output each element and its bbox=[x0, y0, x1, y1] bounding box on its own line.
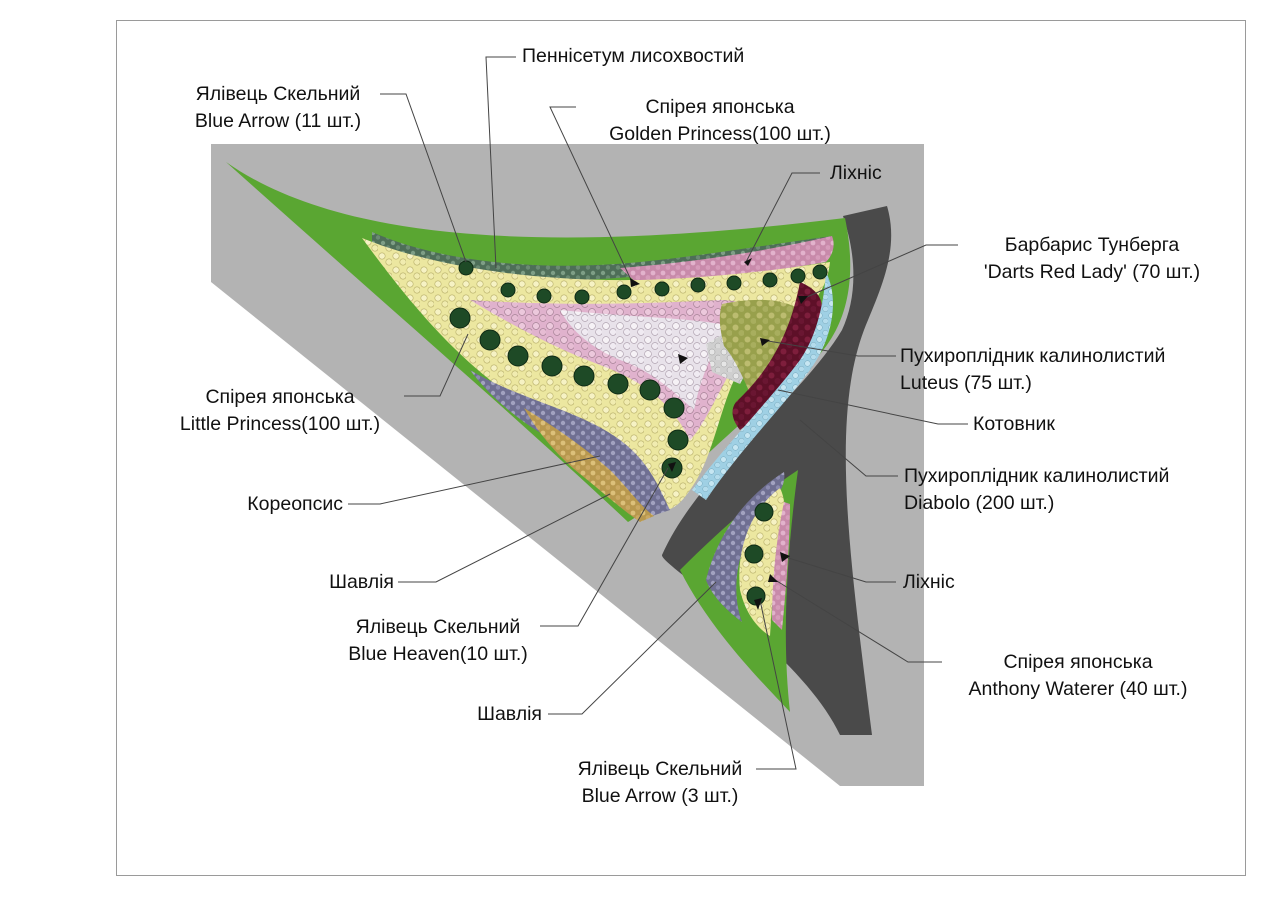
label-line: Little Princess(100 шт.) bbox=[179, 413, 381, 435]
juniper-plant bbox=[500, 282, 516, 298]
leader-lychnis-bottom bbox=[781, 555, 896, 583]
juniper-plant bbox=[812, 264, 828, 280]
leader-juniper-bottom bbox=[756, 599, 797, 770]
label-lychnis-bottom: Ліхніс bbox=[903, 571, 955, 593]
label-line: Барбарис Тунберга bbox=[1004, 234, 1180, 256]
arrowhead bbox=[668, 462, 676, 472]
leader-spirea-little bbox=[404, 333, 469, 397]
bed-pennisetum bbox=[372, 232, 832, 281]
label-physocarpus-diabolo: Пухироплідник калинолистий Diabolo (200 … bbox=[904, 463, 1169, 517]
leader-spirea-golden bbox=[549, 106, 633, 283]
juniper-plant bbox=[754, 502, 774, 522]
juniper-plant bbox=[663, 397, 685, 419]
label-physocarpus-luteus: Пухироплідник калинолистий Luteus (75 шт… bbox=[900, 343, 1165, 397]
juniper-plant bbox=[744, 544, 764, 564]
leader-barberry bbox=[799, 244, 958, 301]
leader-lines bbox=[348, 56, 968, 770]
bed-nepeta bbox=[692, 272, 833, 500]
leader-lychnis-top bbox=[745, 172, 820, 263]
juniper-plant bbox=[616, 284, 632, 300]
juniper-plant bbox=[574, 289, 590, 305]
label-spirea-golden-princess: Спірея японська Golden Princess(100 шт.) bbox=[580, 94, 860, 148]
leader-arrowheads bbox=[630, 258, 808, 610]
label-line: Blue Arrow (3 шт.) bbox=[581, 785, 739, 807]
juniper-plant bbox=[507, 345, 529, 367]
arrowhead bbox=[754, 598, 762, 610]
leader-luteus bbox=[761, 339, 896, 357]
label-salvia-2: Шавлія bbox=[477, 703, 542, 725]
label-line: Ялівець Скельний bbox=[195, 83, 361, 105]
bed-lychnis-top bbox=[620, 236, 834, 286]
juniper-plant bbox=[762, 272, 778, 288]
label-line: Спірея японська bbox=[645, 96, 795, 118]
label-line: Ялівець Скельний bbox=[355, 616, 521, 638]
leader-pennisetum bbox=[485, 56, 516, 269]
juniper-plant bbox=[790, 268, 806, 284]
label-juniper-heaven: Ялівець Скельний Blue Heaven(10 шт.) bbox=[318, 614, 558, 668]
label-lychnis-top: Ліхніс bbox=[830, 162, 882, 184]
bed-barberry bbox=[732, 282, 822, 430]
juniper-plant bbox=[667, 429, 689, 451]
juniper-plant bbox=[458, 260, 474, 276]
arrowhead bbox=[768, 574, 778, 582]
juniper-plant bbox=[607, 373, 629, 395]
bed-lychnis-bottom bbox=[772, 502, 790, 630]
juniper-plant bbox=[690, 277, 706, 293]
label-line: Спірея японська bbox=[205, 386, 355, 408]
juniper-plant bbox=[449, 307, 471, 329]
label-line: Luteus (75 шт.) bbox=[900, 372, 1032, 394]
drawing-frame bbox=[116, 20, 1246, 876]
leader-juniper-heaven bbox=[540, 467, 669, 627]
label-line: Blue Arrow (11 шт.) bbox=[194, 110, 362, 132]
label-line: Diabolo (200 шт.) bbox=[904, 492, 1055, 514]
leader-coreopsis bbox=[348, 455, 601, 505]
label-salvia-1: Шавлія bbox=[329, 571, 394, 593]
label-line: Anthony Waterer (40 шт.) bbox=[968, 678, 1188, 700]
label-nepeta: Котовник bbox=[973, 413, 1055, 435]
bed-spirea-white bbox=[560, 310, 728, 410]
bed-coreopsis bbox=[524, 408, 654, 522]
label-line: Golden Princess(100 шт.) bbox=[609, 123, 831, 145]
arrowhead bbox=[760, 338, 770, 346]
label-coreopsis: Кореопсис bbox=[247, 493, 343, 515]
label-line: Пухироплідник калинолистий bbox=[900, 345, 1166, 367]
juniper-plant bbox=[654, 281, 670, 297]
label-line: Пухироплідник калинолистий bbox=[904, 465, 1170, 487]
label-barberry: Барбарис Тунберга 'Darts Red Lady' (70 ш… bbox=[960, 232, 1224, 286]
arrowhead bbox=[744, 258, 752, 266]
label-line: Спірея японська bbox=[1003, 651, 1153, 673]
leader-salvia-1 bbox=[398, 493, 611, 583]
leader-nepeta bbox=[777, 389, 968, 425]
label-juniper-top: Ялівець Скельний Blue Arrow (11 шт.) bbox=[158, 81, 398, 135]
bed-physocarpus-luteus bbox=[719, 299, 802, 398]
juniper-plant bbox=[639, 379, 661, 401]
juniper-group bbox=[449, 260, 828, 606]
juniper-plant bbox=[541, 355, 563, 377]
label-spirea-little-princess: Спірея японська Little Princess(100 шт.) bbox=[160, 384, 400, 438]
leader-juniper-top bbox=[380, 93, 467, 263]
arrowhead bbox=[780, 552, 790, 562]
juniper-plant bbox=[726, 275, 742, 291]
juniper-plant bbox=[573, 365, 595, 387]
juniper-plant bbox=[479, 329, 501, 351]
label-line: 'Darts Red Lady' (70 шт.) bbox=[983, 261, 1201, 283]
leader-spirea-anthony bbox=[771, 577, 942, 663]
arrowhead bbox=[630, 278, 640, 287]
arrowhead bbox=[798, 296, 808, 304]
label-spirea-anthony-waterer: Спірея японська Anthony Waterer (40 шт.) bbox=[944, 649, 1212, 703]
label-line: Ялівець Скельний bbox=[577, 758, 743, 780]
label-line: Blue Heaven(10 шт.) bbox=[348, 643, 528, 665]
juniper-plant bbox=[536, 288, 552, 304]
leader-salvia-2 bbox=[548, 581, 717, 715]
label-pennisetum: Пеннісетум лисохвостий bbox=[522, 45, 745, 67]
label-juniper-bottom: Ялівець Скельний Blue Arrow (3 шт.) bbox=[540, 756, 780, 810]
arrowhead bbox=[678, 354, 688, 364]
leader-diabolo bbox=[799, 419, 898, 477]
